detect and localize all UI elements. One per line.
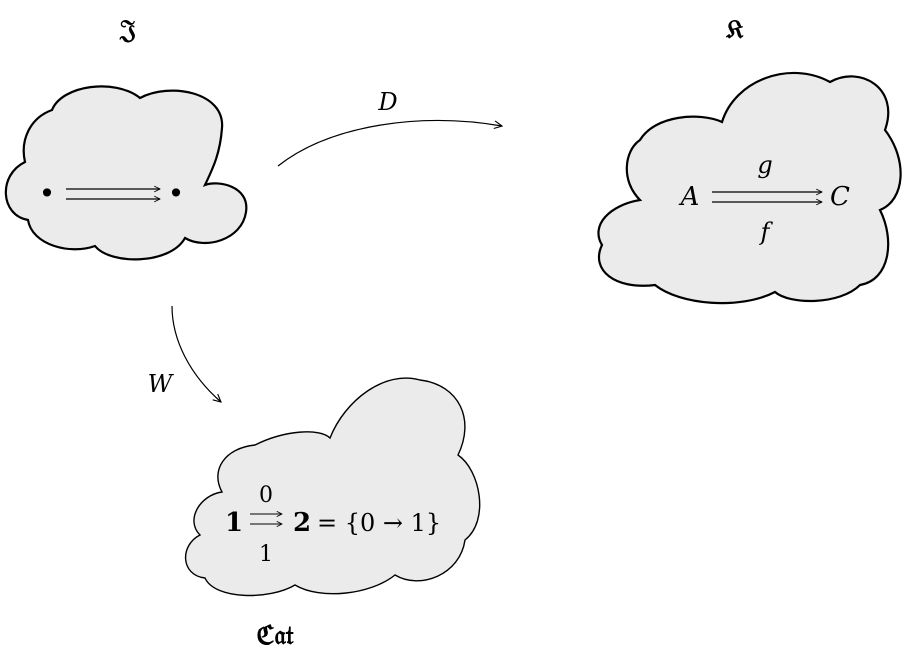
cat-cloud (184, 377, 481, 597)
target-cloud (597, 71, 902, 305)
functor-d-label: D (377, 88, 397, 116)
cat-equation: = {0 → 1} (317, 509, 441, 537)
target-source-object: A (679, 182, 700, 212)
target-top-arrow-label: g (757, 151, 772, 179)
target-target-object: C (830, 182, 850, 212)
functor-d-arrow (277, 119, 502, 167)
index-right-node: • (168, 177, 185, 210)
functor-w-label: W (148, 370, 175, 398)
cat-category-label: ℭ𝔞𝔱 (256, 621, 294, 651)
index-cloud (4, 85, 248, 261)
cat-top-arrow-label: 0 (259, 483, 273, 508)
cat-bottom-arrow-label: 1 (259, 542, 273, 567)
functor-w-arrow (171, 305, 221, 402)
index-category-label: 𝔍 (119, 15, 136, 45)
cat-source-object: 1 (225, 508, 243, 538)
cat-target-object: 2 (293, 508, 311, 538)
index-left-node: • (39, 177, 56, 210)
target-category-label: 𝔎 (726, 15, 744, 45)
